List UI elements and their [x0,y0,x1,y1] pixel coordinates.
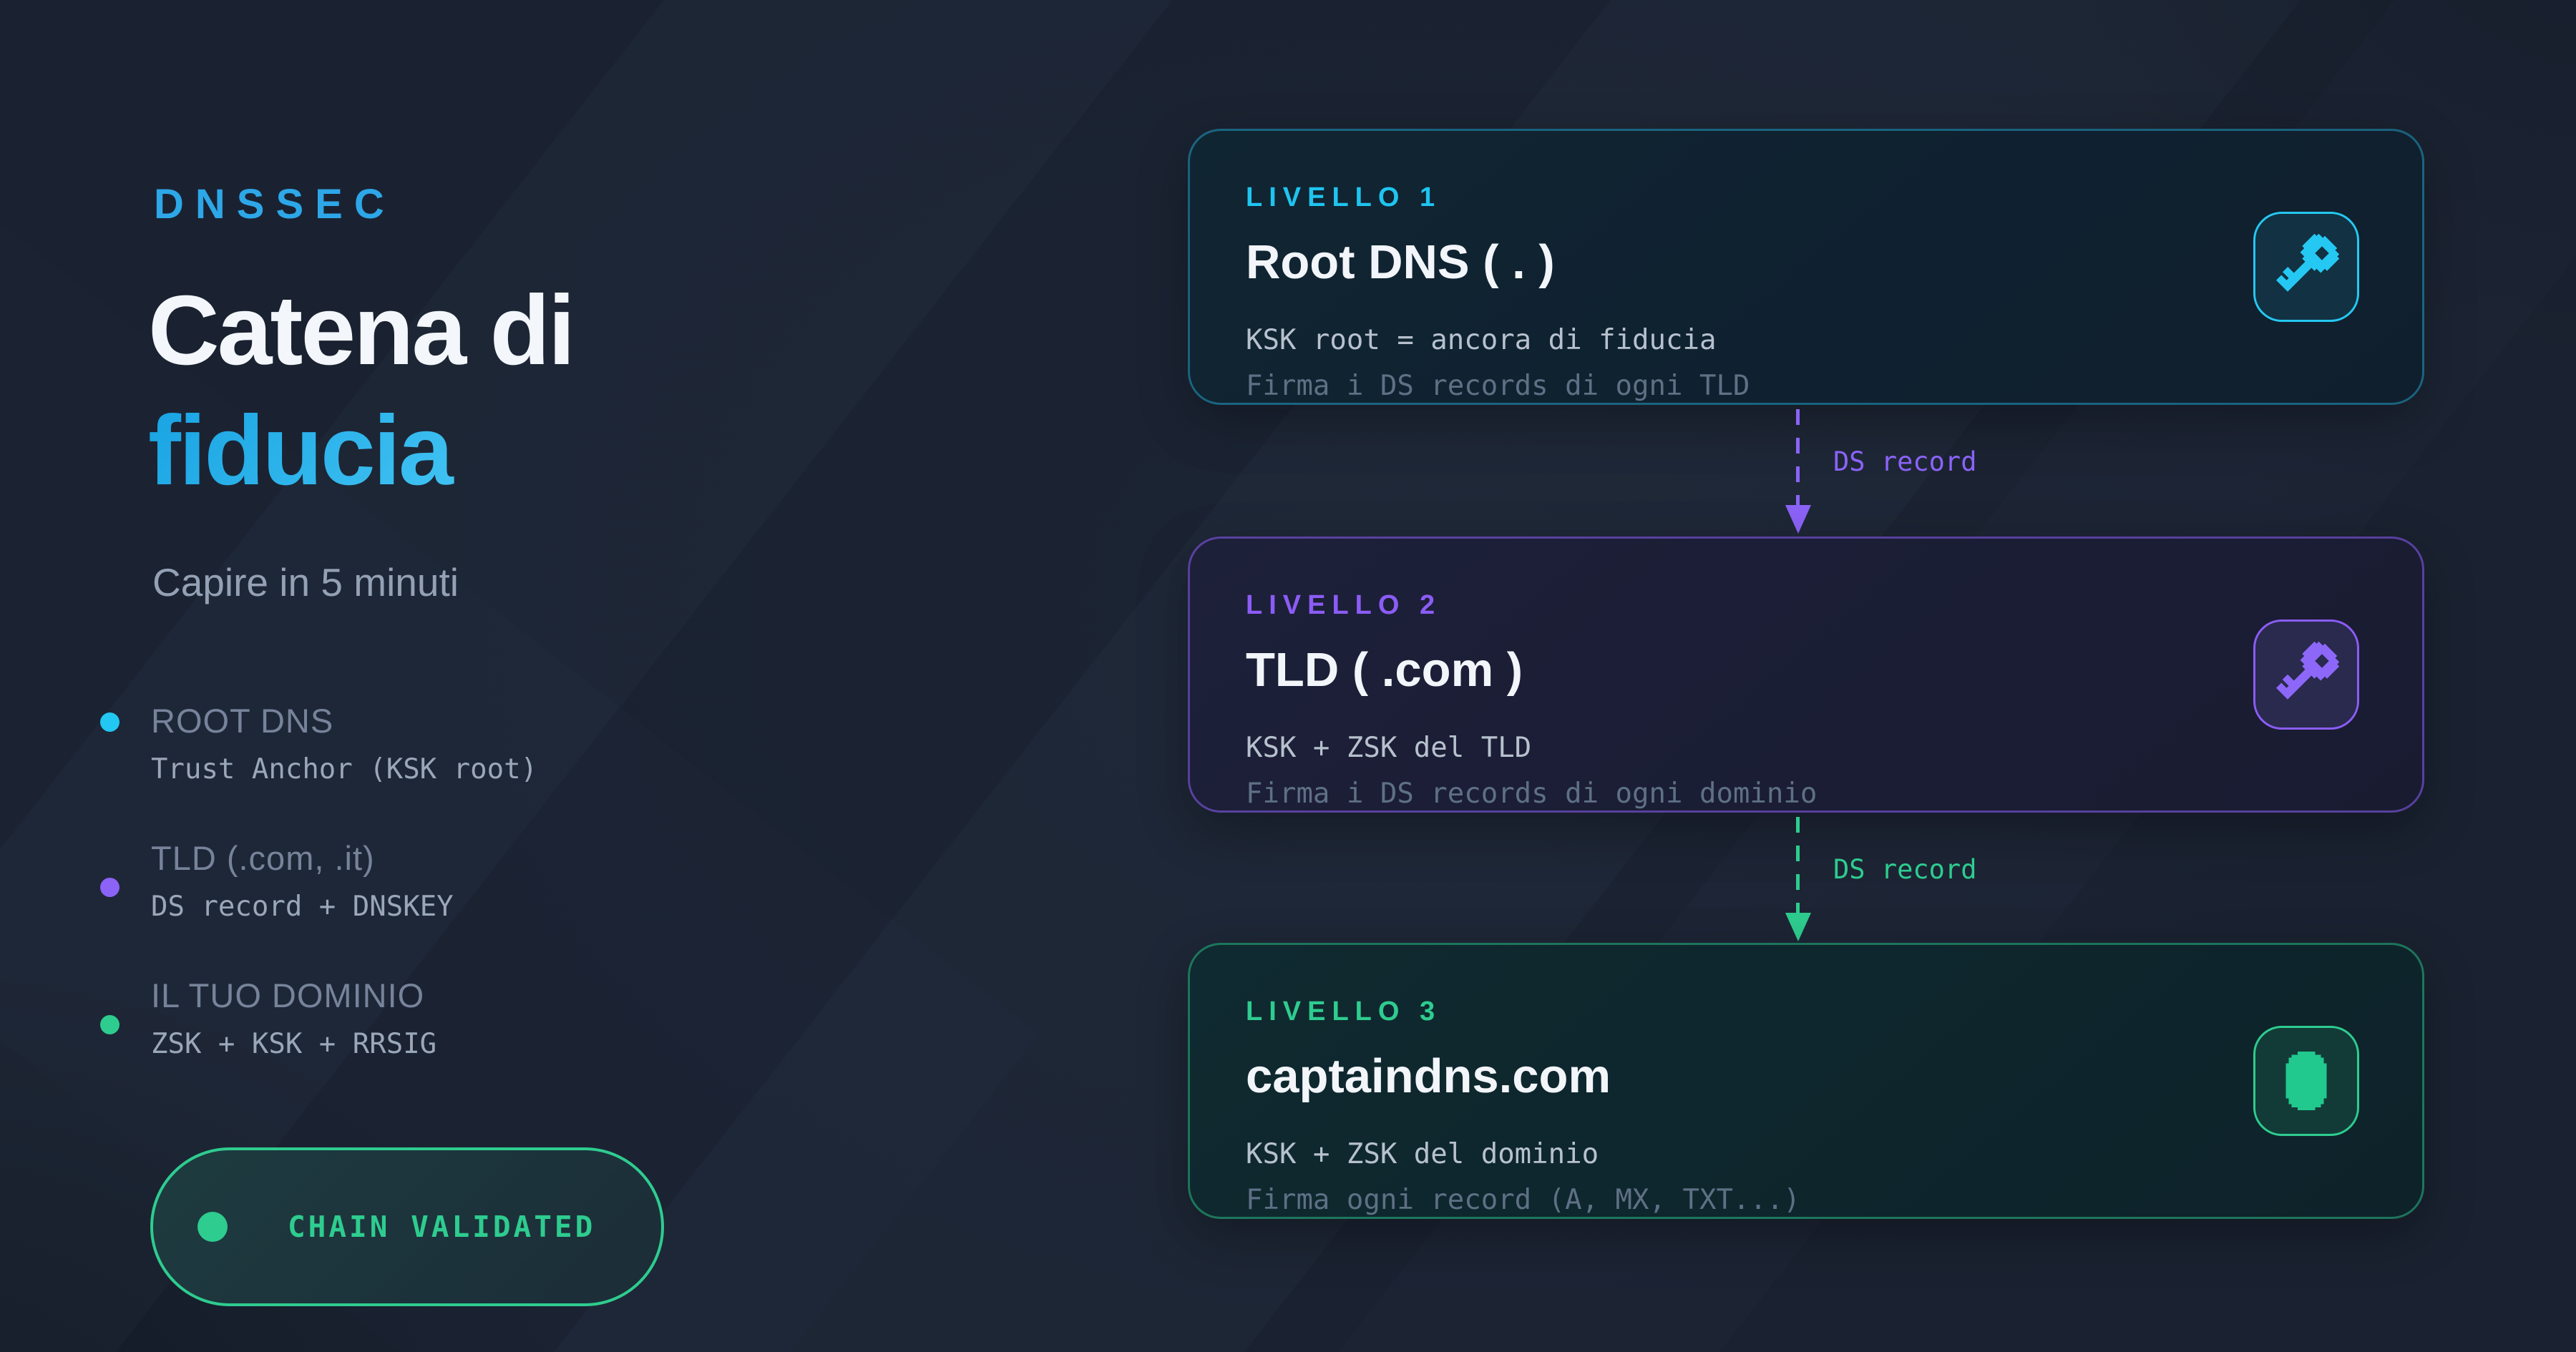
legend-list: ROOT DNS Trust Anchor (KSK root) TLD (.c… [100,701,537,1113]
page-title: Catena di fiducia [148,270,575,511]
legend-item-your-domain: IL TUO DOMINIO ZSK + KSK + RRSIG [100,976,537,1060]
level-eyebrow: LIVELLO 1 [1246,182,1442,212]
bullet-dot-green [100,1015,119,1034]
status-badge-label: CHAIN VALIDATED [288,1210,596,1244]
connector-label: DS record [1833,854,1977,885]
page-subtitle: Capire in 5 minuti [152,560,459,604]
level-eyebrow: LIVELLO 3 [1246,996,1442,1027]
legend-item-label: IL TUO DOMINIO [151,976,425,1014]
level-3-card: LIVELLO 3 captaindns.com KSK + ZSK del d… [1188,943,2424,1219]
hero-panel: DNSSEC Catena di fiducia Capire in 5 min… [0,0,1073,1352]
legend-item-tld: TLD (.com, .it) DS record + DNSKEY [100,838,537,923]
chain-validated-badge[interactable]: CHAIN VALIDATED [150,1147,664,1306]
level-line1: KSK root = ancora di fiducia [1246,324,1717,356]
connector-label: DS record [1833,446,1977,477]
bullet-dot-purple [100,878,119,897]
level-title: TLD ( .com ) [1246,643,1523,697]
legend-item-detail: Trust Anchor (KSK root) [151,753,538,785]
page-title-line1: Catena di [148,275,575,386]
key-icon [2253,619,2359,730]
level-eyebrow: LIVELLO 2 [1246,590,1442,620]
legend-item-label: ROOT DNS [151,702,334,740]
level-line2: Firma i DS records di ogni TLD [1246,370,1750,402]
level-line2: Firma i DS records di ogni dominio [1246,778,1818,810]
legend-item-detail: DS record + DNSKEY [151,891,454,923]
key-icon [2253,212,2359,322]
level-1-card: LIVELLO 1 Root DNS ( . ) KSK root = anco… [1188,129,2424,405]
bullet-dot-cyan [100,712,119,732]
level-title: captaindns.com [1246,1049,1611,1103]
level-line1: KSK + ZSK del dominio [1246,1138,1599,1170]
arrow-down-icon [1785,913,1811,941]
brand-label: DNSSEC [154,181,396,227]
level-line1: KSK + ZSK del TLD [1246,732,1532,764]
dashed-arrow-line [1796,409,1800,505]
level-title: Root DNS ( . ) [1246,235,1555,289]
legend-item-label: TLD (.com, .it) [151,839,375,877]
legend-item-root-dns: ROOT DNS Trust Anchor (KSK root) [100,701,537,785]
dashed-arrow-line [1796,817,1800,913]
status-dot [197,1212,228,1242]
arrow-down-icon [1785,505,1811,534]
page-title-line2: fiducia [148,391,573,511]
legend-item-detail: ZSK + KSK + RRSIG [151,1028,437,1060]
level-line2: Firma ogni record (A, MX, TXT...) [1246,1184,1800,1216]
level-2-card: LIVELLO 2 TLD ( .com ) KSK + ZSK del TLD… [1188,537,2424,813]
domain-badge-icon [2253,1026,2359,1136]
ds-record-connector-2: DS record [1785,817,1976,941]
ds-record-connector-1: DS record [1785,409,1976,534]
